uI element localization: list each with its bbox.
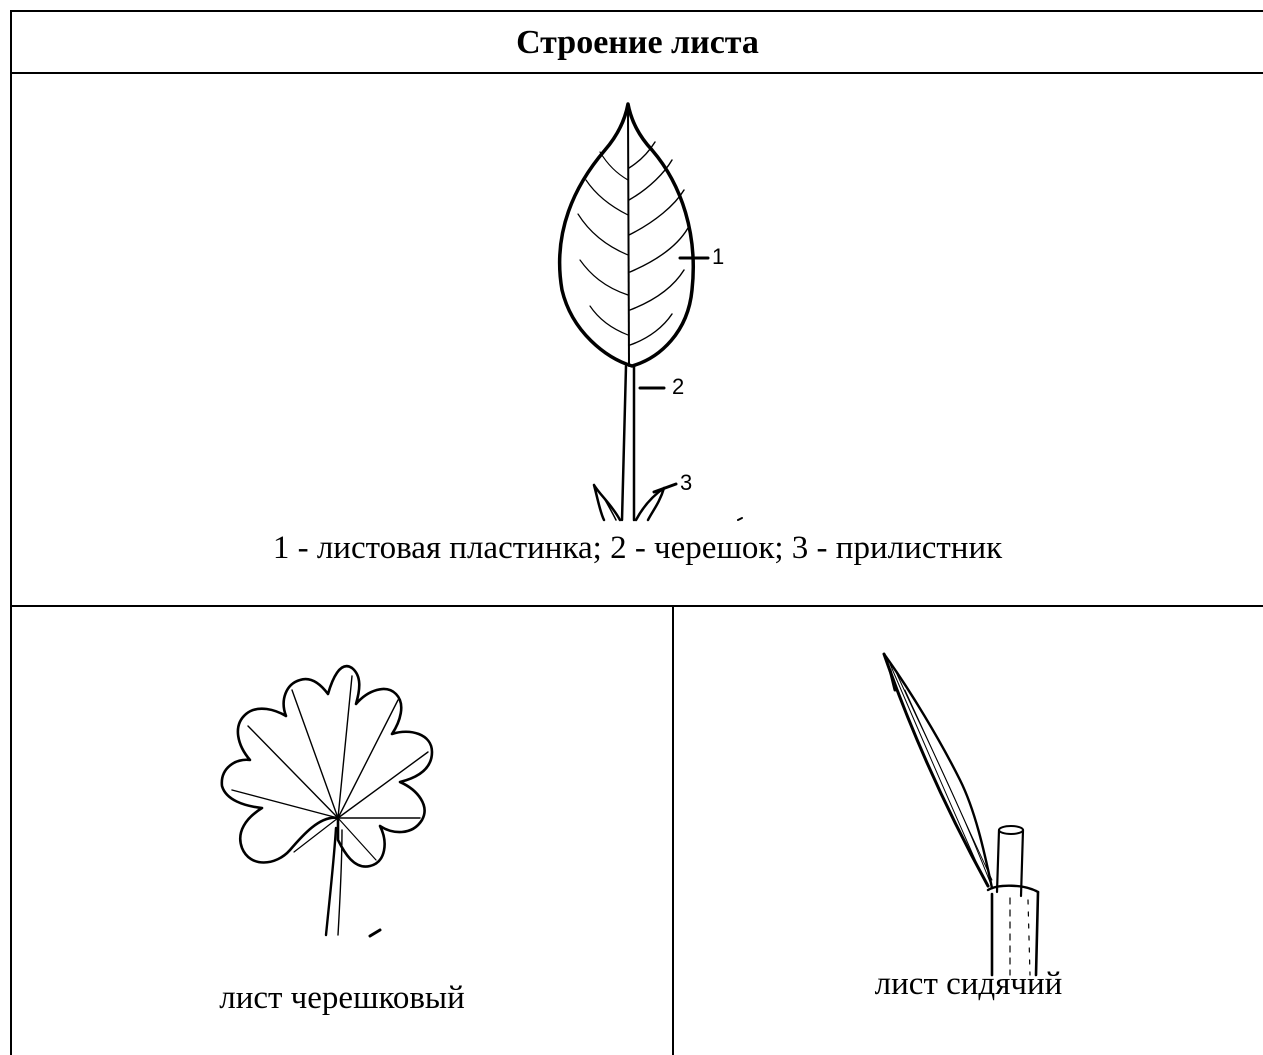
label-petiole: 2	[672, 374, 684, 400]
structure-caption: 1 - листовая пластинка; 2 - черешок; 3 -…	[12, 530, 1263, 567]
table-divider-title	[10, 72, 1263, 74]
label-leaf-blade: 1	[712, 244, 724, 270]
sessile-leaf-caption: лист сидячий	[674, 966, 1263, 1003]
petiolate-leaf-caption: лист черешковый	[12, 980, 672, 1017]
table-divider-middle	[10, 605, 1263, 607]
page-title: Строение листа	[12, 14, 1263, 72]
label-stipule: 3	[680, 470, 692, 496]
